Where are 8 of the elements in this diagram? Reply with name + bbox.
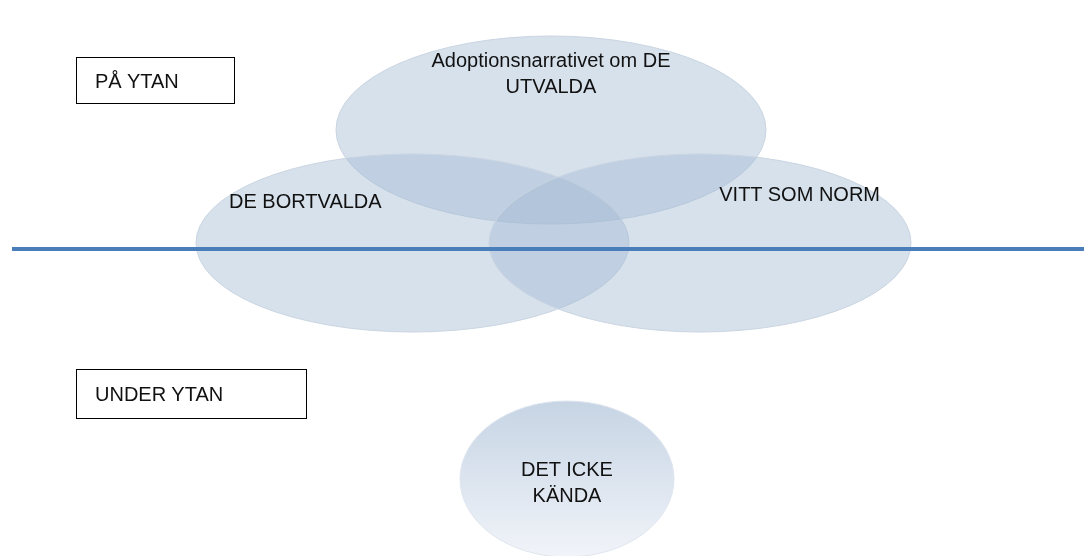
ellipse-label: DET ICKE KÄNDA [520,457,614,508]
label-box [76,369,307,419]
label-box [76,57,235,104]
ellipse-label: Adoptionsnarrativet om DE UTVALDA [430,48,672,99]
ellipse-label: PÅ YTAN [95,69,180,94]
ellipse-label: VITT SOM NORM [718,182,880,207]
ellipse-label: UNDER YTAN [95,382,225,407]
ellipse-label: DE BORTVALDA [229,189,383,214]
